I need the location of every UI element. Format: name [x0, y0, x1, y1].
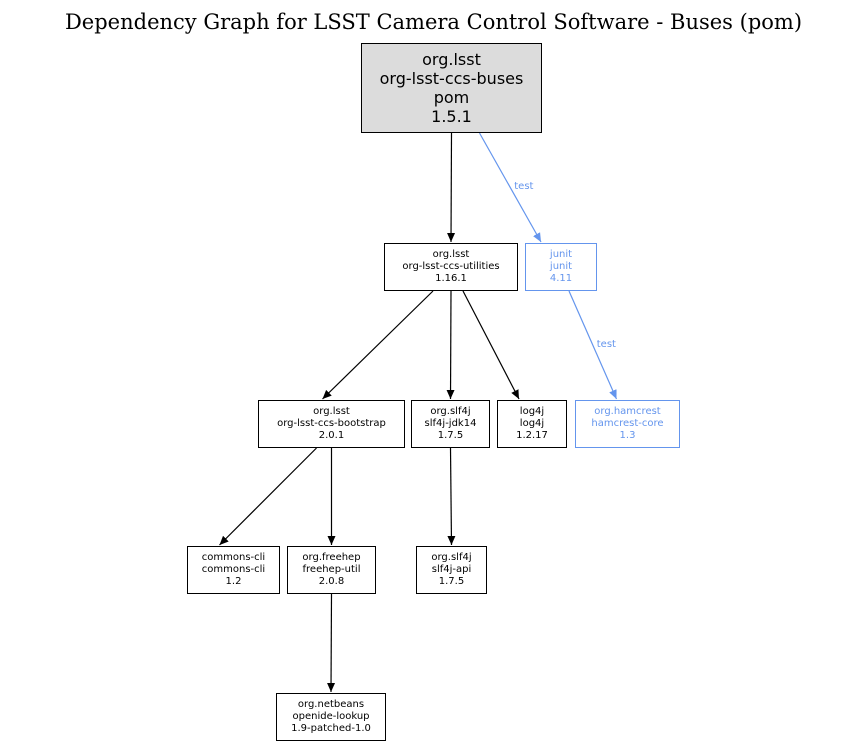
node-org-lsst-ccs-buses: org.lsst org-lsst-ccs-buses pom 1.5.1	[361, 43, 542, 133]
edge-utilities-to-slf4jjdk14	[446, 290, 455, 400]
node-version: 1.16.1	[435, 273, 467, 284]
edge-buses-to-utilities	[447, 132, 456, 243]
node-version: 1.2.17	[516, 430, 548, 441]
edge-bootstrap-to-commonscli	[219, 447, 317, 546]
page-title: Dependency Graph for LSST Camera Control…	[64, 10, 803, 34]
node-version: 1.7.5	[437, 430, 464, 441]
node-artifact: slf4j-jdk14	[424, 418, 477, 429]
node-artifact: org-lsst-ccs-buses	[379, 69, 524, 88]
node-slf4j-api: org.slf4j slf4j-api 1.7.5	[416, 546, 487, 594]
node-version: 1.2	[225, 576, 242, 587]
node-org-lsst-ccs-bootstrap: org.lsst org-lsst-ccs-bootstrap 2.0.1	[258, 400, 405, 448]
edge-junit-to-hamcrest	[568, 290, 618, 400]
node-group: org.slf4j	[431, 552, 472, 563]
node-artifact: openide-lookup	[292, 711, 370, 722]
node-group: junit	[549, 249, 573, 260]
node-group: org.hamcrest	[594, 406, 661, 417]
node-log4j: log4j log4j 1.2.17	[497, 400, 567, 448]
node-openide-lookup: org.netbeans openide-lookup 1.9-patched-…	[276, 693, 386, 741]
node-group: org.lsst	[313, 406, 350, 417]
node-version: 1.5.1	[431, 107, 472, 126]
node-hamcrest-core: org.hamcrest hamcrest-core 1.3	[575, 400, 680, 448]
node-org-lsst-ccs-utilities: org.lsst org-lsst-ccs-utilities 1.16.1	[384, 243, 518, 291]
node-artifact: org-lsst-ccs-bootstrap	[277, 418, 386, 429]
node-type: pom	[433, 88, 470, 107]
node-group: org.freehep	[302, 552, 361, 563]
node-artifact: freehep-util	[302, 564, 361, 575]
node-group: org.lsst	[432, 249, 470, 260]
node-artifact: hamcrest-core	[591, 418, 664, 429]
edge-label-junit-to-hamcrest: test	[596, 338, 616, 350]
node-version: 1.3	[619, 430, 636, 441]
node-commons-cli: commons-cli commons-cli 1.2	[187, 546, 280, 594]
node-artifact: slf4j-api	[431, 564, 472, 575]
node-version: 1.7.5	[438, 576, 465, 587]
node-group: org.lsst	[422, 50, 481, 69]
edge-freehep-to-openide	[327, 593, 336, 693]
node-artifact: commons-cli	[201, 564, 266, 575]
node-version: 1.9-patched-1.0	[291, 723, 371, 734]
node-group: commons-cli	[201, 552, 266, 563]
edge-utilities-to-bootstrap	[322, 290, 434, 400]
node-version: 2.0.8	[318, 576, 345, 587]
node-freehep-util: org.freehep freehep-util 2.0.8	[287, 546, 376, 594]
edge-slf4jjdk14-to-slf4japi	[447, 447, 456, 546]
node-group: org.slf4j	[430, 406, 471, 417]
node-artifact: org-lsst-ccs-utilities	[402, 261, 500, 272]
edge-buses-to-junit	[478, 132, 542, 243]
node-slf4j-jdk14: org.slf4j slf4j-jdk14 1.7.5	[411, 400, 490, 448]
node-junit: junit junit 4.11	[525, 243, 597, 291]
node-group: org.netbeans	[297, 699, 365, 710]
node-artifact: junit	[549, 261, 573, 272]
edge-label-buses-to-junit: test	[514, 181, 534, 192]
node-group: log4j	[519, 406, 545, 417]
edge-utilities-to-log4j	[462, 290, 520, 400]
node-version: 4.11	[549, 273, 573, 284]
node-version: 2.0.1	[318, 430, 345, 441]
node-artifact: log4j	[519, 418, 545, 429]
